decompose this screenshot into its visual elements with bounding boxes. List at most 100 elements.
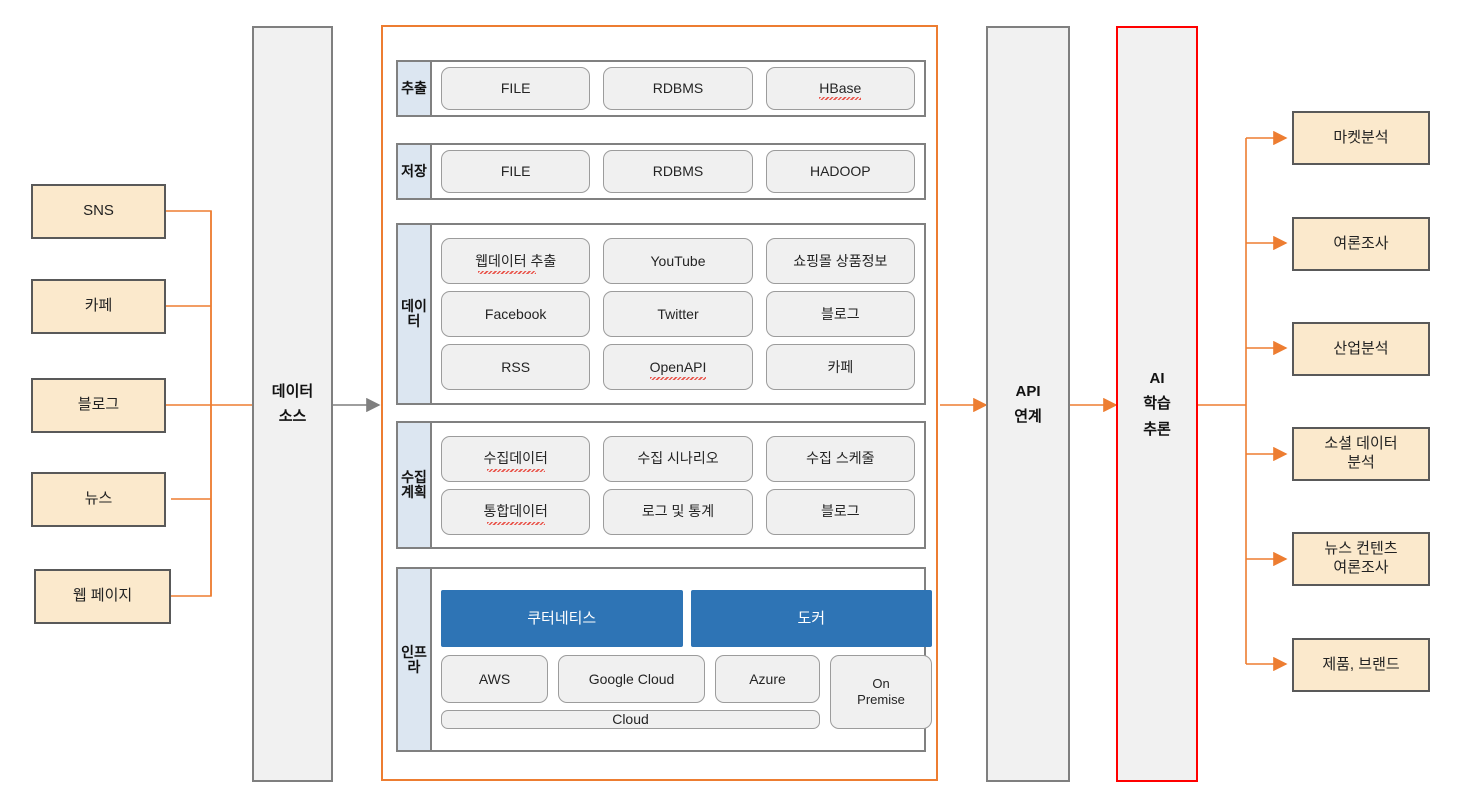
spellcheck-squiggle-icon — [477, 271, 536, 274]
output-box-social-data-analysis[interactable]: 소셜 데이터 분석 — [1292, 427, 1430, 481]
chip-label: HBase — [819, 80, 862, 97]
chip-hadoop-storage[interactable]: HADOOP — [765, 150, 915, 193]
output-box-market-analysis[interactable]: 마켓분석 — [1292, 111, 1430, 165]
chip-file-storage[interactable]: FILE — [441, 150, 591, 193]
section-label-text: 데이터 — [401, 298, 427, 329]
output-box-industry-analysis[interactable]: 산업분석 — [1292, 322, 1430, 376]
chip-shopping-mall-product-info[interactable]: 쇼핑몰 상품정보 — [765, 238, 915, 284]
chip-file-extract[interactable]: FILE — [441, 67, 591, 110]
section-label-storage: 저장 — [398, 145, 432, 198]
section-label-text: 수집계획 — [401, 469, 427, 500]
chip-cloud-bar[interactable]: Cloud — [441, 710, 820, 729]
chip-integrated-data[interactable]: 통합데이터 — [441, 488, 591, 535]
source-box-cafe[interactable]: 카페 — [31, 279, 166, 334]
chip-blog-collection[interactable]: 블로그 — [765, 488, 915, 535]
chip-on-premise[interactable]: On Premise — [830, 655, 932, 729]
section-infra: 인프라 쿠터네티스 도커 AWS — [396, 567, 932, 752]
chip-docker[interactable]: 도커 — [690, 590, 932, 648]
chip-label: Google Cloud — [588, 671, 675, 688]
output-label: 여론조사 — [1333, 234, 1389, 252]
chip-blog[interactable]: 블로그 — [765, 291, 915, 337]
output-box-public-opinion-poll[interactable]: 여론조사 — [1292, 217, 1430, 271]
pillar-api-integration[interactable]: API 연계 — [986, 26, 1070, 782]
chip-label: 통합데이터 — [483, 503, 548, 520]
chip-collected-data[interactable]: 수집데이터 — [441, 435, 591, 482]
chip-label: 블로그 — [821, 503, 860, 520]
source-box-blog[interactable]: 블로그 — [31, 378, 166, 433]
source-connectors — [166, 210, 252, 597]
chip-label: Facebook — [484, 305, 547, 322]
chip-label: Twitter — [657, 305, 699, 322]
chip-kubernetes[interactable]: 쿠터네티스 — [441, 590, 683, 648]
chip-label: AWS — [478, 671, 511, 688]
section-label-text: 인프라 — [401, 643, 427, 675]
output-label: 마켓분석 — [1333, 128, 1389, 146]
chip-label: Azure — [749, 671, 786, 688]
source-box-sns[interactable]: SNS — [31, 184, 166, 239]
pillar-line-1: API — [1015, 382, 1041, 400]
section-label-extract: 추출 — [398, 62, 432, 115]
chip-web-data-extract[interactable]: 웹데이터 추출 — [441, 238, 591, 284]
chip-hbase-extract[interactable]: HBase — [765, 67, 915, 110]
chip-youtube[interactable]: YouTube — [603, 238, 753, 284]
pillar-data-source[interactable]: 데이터 소스 — [252, 26, 333, 782]
chip-collection-scenario[interactable]: 수집 시나리오 — [603, 435, 753, 482]
chip-aws[interactable]: AWS — [441, 655, 548, 704]
output-label-line-2: 여론조사 — [1333, 559, 1389, 576]
source-label: 블로그 — [77, 396, 120, 414]
chip-label: 쿠터네티스 — [527, 610, 597, 628]
source-label: SNS — [83, 202, 114, 220]
spellcheck-squiggle-icon — [486, 468, 545, 472]
section-data: 데이터 웹데이터 추출 YouTube 쇼핑몰 상품정보 — [396, 223, 926, 405]
chip-label: 카페 — [827, 358, 854, 375]
pillar-line-2: 소스 — [278, 408, 307, 425]
pillar-ai-learning-inference[interactable]: AI 학습 추론 — [1116, 26, 1198, 782]
chip-google-cloud[interactable]: Google Cloud — [558, 655, 705, 704]
section-collection-plan: 수집계획 수집데이터 수집 시나리오 수집 스케줄 — [396, 421, 926, 549]
section-label-collection-plan: 수집계획 — [398, 423, 432, 547]
source-box-webpage[interactable]: 웹 페이지 — [34, 569, 171, 624]
chip-label: 수집 시나리오 — [637, 450, 719, 467]
pillar-line-1: AI — [1149, 369, 1165, 387]
chip-label: 블로그 — [821, 305, 860, 322]
chip-label: 쇼핑몰 상품정보 — [793, 252, 888, 269]
chip-rdbms-extract[interactable]: RDBMS — [603, 67, 753, 110]
output-label: 산업분석 — [1333, 339, 1389, 357]
pillar-line-3: 추론 — [1143, 420, 1171, 438]
chip-label: 로그 및 통계 — [641, 503, 715, 520]
output-box-product-brand[interactable]: 제품, 브랜드 — [1292, 638, 1430, 692]
chip-rss[interactable]: RSS — [441, 344, 591, 390]
section-storage: 저장 FILE RDBMS HADOOP — [396, 143, 926, 200]
spellcheck-squiggle-icon — [486, 521, 545, 525]
output-label-line-1: 소셜 데이터 — [1324, 435, 1398, 453]
pillar-line-2: 학습 — [1143, 395, 1171, 413]
output-label-line-2: 분석 — [1347, 454, 1375, 471]
on-premise-line-2: Premise — [857, 692, 905, 707]
output-label-line-1: 뉴스 컨텐츠 — [1324, 540, 1398, 558]
chip-label: Cloud — [612, 711, 649, 728]
chip-label: RDBMS — [652, 163, 704, 180]
chip-label: 수집데이터 — [483, 450, 548, 467]
platform-container: 추출 FILE RDBMS HBase 저장 — [381, 25, 938, 781]
output-box-news-content-opinion-poll[interactable]: 뉴스 컨텐츠 여론조사 — [1292, 532, 1430, 586]
section-label-infra: 인프라 — [398, 569, 432, 750]
chip-openapi[interactable]: OpenAPI — [603, 344, 753, 390]
chip-label: 도커 — [797, 610, 826, 628]
chip-label: 수집 스케줄 — [806, 450, 875, 467]
output-label: 제품, 브랜드 — [1322, 655, 1400, 673]
chip-cafe[interactable]: 카페 — [765, 344, 915, 390]
chip-collection-schedule[interactable]: 수집 스케줄 — [765, 435, 915, 482]
chip-rdbms-storage[interactable]: RDBMS — [603, 150, 753, 193]
source-label: 카페 — [84, 297, 113, 315]
chip-label: HADOOP — [809, 163, 871, 180]
chip-label: YouTube — [650, 252, 706, 269]
spellcheck-squiggle-icon — [649, 377, 706, 380]
chip-twitter[interactable]: Twitter — [603, 291, 753, 337]
chip-azure[interactable]: Azure — [715, 655, 820, 704]
chip-log-and-stats[interactable]: 로그 및 통계 — [603, 488, 753, 535]
chip-label: FILE — [500, 163, 531, 180]
pillar-line-2: 연계 — [1014, 408, 1042, 425]
chip-facebook[interactable]: Facebook — [441, 291, 591, 337]
source-box-news[interactable]: 뉴스 — [31, 472, 166, 527]
